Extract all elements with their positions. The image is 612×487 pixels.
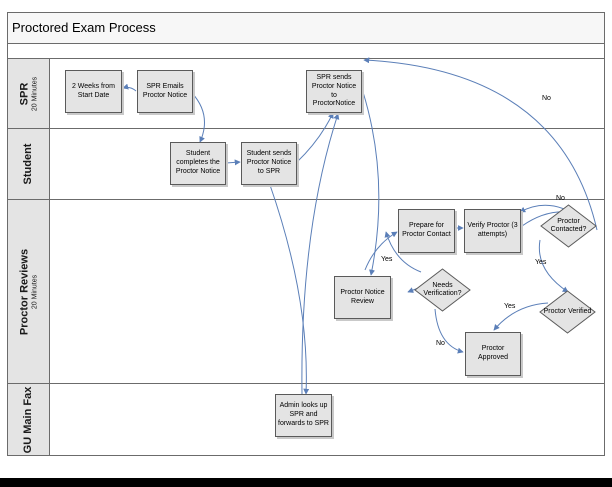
node-prepare-contact: Prepare for Proctor Contact: [398, 209, 455, 253]
node-two-weeks: 2 Weeks from Start Date: [65, 70, 122, 113]
node-student-completes: Student completes the Proctor Notice: [170, 142, 226, 185]
node-spr-emails: SPR Emails Proctor Notice: [137, 70, 193, 113]
edge-admin-to-spr-sends: [301, 113, 340, 395]
decision-needs-verification: Needs Verification?: [414, 268, 471, 312]
diagram-title: Proctored Exam Process: [12, 20, 156, 35]
diamond-shape: [539, 290, 596, 334]
edge-label-no-needs: No: [436, 340, 445, 347]
decision-needs-verification-label: Needs Verification?: [423, 281, 462, 297]
diamond-shape: [540, 204, 597, 248]
lane-spr: SPR 20 Minutes: [8, 59, 604, 129]
edge-sends-to-admin: [269, 184, 310, 395]
edge-emails-to-student-completes: [191, 92, 205, 143]
lane-header-spr: SPR 20 Minutes: [8, 59, 50, 128]
lane-header-gu-main-fax: GU Main Fax: [8, 384, 50, 455]
decision-proctor-contacted-label: Proctor Contacted?: [550, 217, 587, 233]
diamond-shape: [414, 268, 471, 312]
edge-needs-yes-to-prepare: [384, 231, 422, 273]
node-proctor-approved: Proctor Approved: [465, 332, 521, 376]
edge-sends-to-spr-sends: [296, 112, 334, 163]
header-spacer: [8, 44, 604, 59]
node-spr-sends: SPR sends Proctor Notice to ProctorNotic…: [306, 70, 362, 113]
bottom-border-bar: [0, 478, 612, 487]
node-student-sends: Student sends Proctor Notice to SPR: [241, 142, 297, 185]
lane-header-proctor-reviews: Proctor Reviews 20 Minutes: [8, 200, 50, 383]
decision-proctor-contacted: Proctor Contacted?: [540, 204, 597, 248]
edge-label-no-top: No: [542, 95, 551, 102]
lane-header-student: Student: [8, 129, 50, 199]
edge-contacted-yes-to-verified: [538, 239, 569, 293]
lane-proctor-reviews: Proctor Reviews 20 Minutes: [8, 200, 604, 384]
lane-gu-main-fax: GU Main Fax: [8, 384, 604, 455]
edge-label-no-contacted: No: [556, 195, 565, 202]
edge-completes-to-sends: [225, 159, 241, 166]
lane-student: Student: [8, 129, 604, 200]
edge-verified-yes-to-approved: [493, 302, 549, 331]
edge-review-to-prepare: [364, 231, 398, 271]
edge-label-yes-verified: Yes: [504, 303, 516, 310]
edge-label-yes-contacted: Yes: [535, 259, 547, 266]
decision-proctor-verified: Proctor Verified: [539, 290, 596, 334]
node-verify-proctor: Verify Proctor (3 attempts): [464, 209, 521, 253]
edge-spr-sends-to-review: [362, 91, 380, 276]
edge-needs-no-to-approved: [434, 308, 464, 354]
node-admin-looks-up: Admin looks up SPR and forwards to SPR: [275, 394, 332, 437]
node-proctor-notice-review: Proctor Notice Review: [334, 276, 391, 319]
edge-contacted-no-to-spr: [363, 57, 598, 231]
edge-emails-to-twoweeks: [122, 83, 137, 92]
decision-proctor-verified-label: Proctor Verified: [543, 307, 592, 315]
title-band: Proctored Exam Process: [8, 13, 604, 44]
edge-label-yes-needs: Yes: [381, 256, 393, 263]
